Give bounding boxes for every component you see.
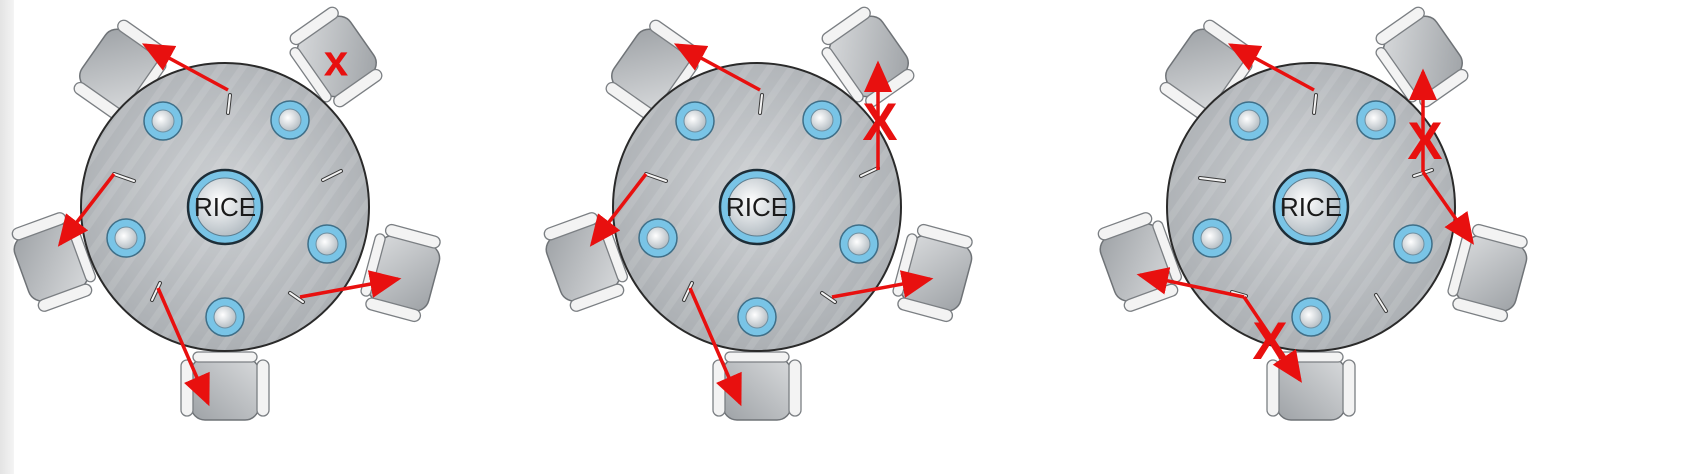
rice-bowl-inner bbox=[727, 177, 787, 237]
grab-arrow bbox=[1242, 296, 1302, 383]
scene-1: RICE x bbox=[6, 1, 447, 421]
chopstick-highlight bbox=[322, 170, 342, 181]
chopstick-highlight bbox=[1199, 177, 1225, 182]
rice-label: RICE bbox=[1280, 192, 1342, 222]
grab-arrow bbox=[141, 43, 229, 92]
chair bbox=[712, 351, 802, 421]
bowl-center bbox=[315, 232, 339, 256]
bowl-center bbox=[810, 108, 834, 132]
chopstick-highlight bbox=[1375, 294, 1387, 312]
bowl-center bbox=[278, 108, 302, 132]
chopstick-highlight bbox=[227, 94, 231, 114]
chair bbox=[888, 220, 979, 325]
bowl-center bbox=[683, 109, 707, 133]
left-edge-shading bbox=[0, 0, 14, 474]
grab-arrow bbox=[673, 43, 761, 92]
rice-bowl-inner bbox=[1281, 177, 1341, 237]
grab-arrow bbox=[1421, 170, 1475, 245]
scene-2: RICE X bbox=[538, 1, 979, 421]
chopstick-highlight bbox=[151, 282, 161, 301]
chair bbox=[356, 220, 447, 325]
chopstick-highlight bbox=[759, 94, 763, 114]
blocked-x-mark: X bbox=[862, 93, 897, 152]
blocked-x-mark: X bbox=[1407, 112, 1442, 171]
grab-arrow bbox=[1136, 267, 1245, 299]
bowl-center bbox=[745, 305, 769, 329]
rice-label: RICE bbox=[726, 192, 788, 222]
chopstick-highlight bbox=[289, 292, 304, 303]
chopstick-highlight bbox=[683, 282, 693, 301]
grab-arrow bbox=[688, 287, 742, 407]
blocked-x-mark: x bbox=[324, 36, 349, 85]
chair bbox=[1443, 220, 1534, 325]
grab-arrow bbox=[299, 270, 402, 299]
bowl-center bbox=[1364, 108, 1388, 132]
grab-arrow bbox=[1227, 43, 1315, 92]
chair bbox=[180, 351, 270, 421]
bowl-center bbox=[1237, 109, 1261, 133]
rice-bowl-inner bbox=[195, 177, 255, 237]
bowl-center bbox=[1401, 232, 1425, 256]
grab-arrow bbox=[57, 172, 116, 247]
bowl-center bbox=[646, 226, 670, 250]
grab-arrow bbox=[589, 172, 648, 247]
bowl-center bbox=[1299, 305, 1323, 329]
chopstick-highlight bbox=[860, 167, 879, 177]
grab-arrow bbox=[831, 270, 934, 299]
chopstick-highlight bbox=[821, 292, 836, 303]
bowl-center bbox=[114, 226, 138, 250]
chopstick-highlight bbox=[1313, 94, 1317, 114]
rice-label: RICE bbox=[194, 192, 256, 222]
chopstick-highlight bbox=[645, 173, 667, 182]
chopstick-highlight bbox=[113, 173, 135, 182]
bowl-center bbox=[213, 305, 237, 329]
bowl-center bbox=[1200, 226, 1224, 250]
bowl-center bbox=[151, 109, 175, 133]
scene-3: RICE X X bbox=[1092, 1, 1534, 421]
grab-arrow bbox=[156, 287, 210, 407]
blocked-x-mark: X bbox=[1252, 312, 1287, 371]
bowl-center bbox=[847, 232, 871, 256]
